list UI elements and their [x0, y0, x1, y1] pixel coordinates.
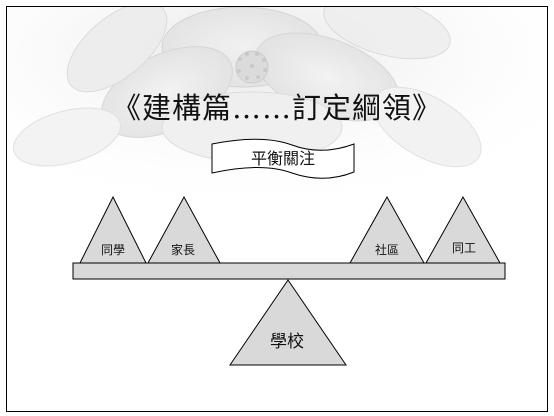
banner-shape	[211, 138, 355, 179]
weight-label-parents: 家長	[171, 242, 195, 257]
weight-label-community: 社區	[375, 242, 399, 257]
balance-beam	[72, 262, 506, 280]
banner-label: 平衡關注	[251, 149, 315, 168]
weight-triangle-community	[349, 195, 425, 264]
weight-label-students: 同學	[101, 243, 125, 257]
weight-label-colleagues: 同工	[452, 241, 476, 255]
flower-background	[7, 7, 547, 237]
weight-triangle-students	[79, 195, 147, 264]
fulcrum-label: 學校	[270, 332, 304, 352]
slide: 《建構篇……訂定綱領》 平衡關注 同學 家長 社區 同工 學校	[6, 6, 548, 412]
weight-triangle-parents	[147, 195, 221, 264]
balance-diagram: 平衡關注 同學 家長 社區 同工 學校	[72, 138, 506, 366]
fulcrum-triangle	[229, 279, 347, 366]
weight-triangle-colleagues	[425, 195, 501, 264]
slide-title: 《建構篇……訂定綱領》	[111, 91, 442, 125]
